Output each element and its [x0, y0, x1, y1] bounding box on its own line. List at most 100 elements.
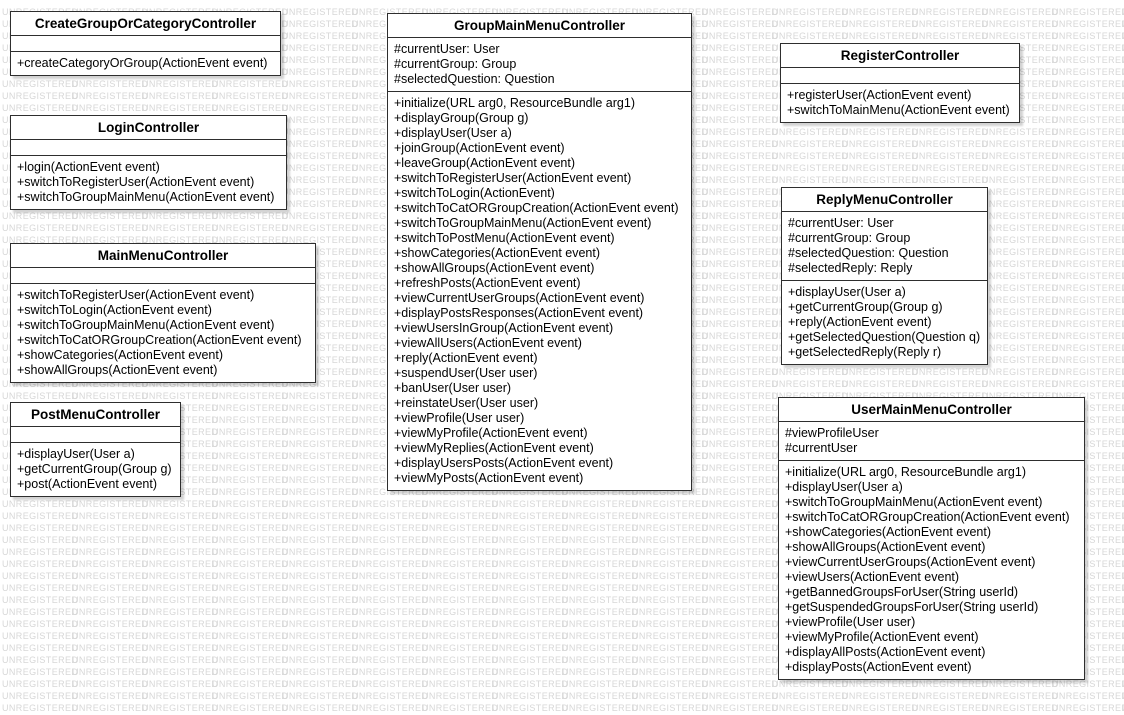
attributes-compartment: [11, 35, 280, 51]
member-row: +switchToLogin(ActionEvent): [394, 186, 555, 200]
member-row: +registerUser(ActionEvent event): [787, 88, 972, 102]
attributes-compartment: [781, 67, 1019, 83]
member-row: #currentGroup: Group: [788, 231, 911, 245]
class-box-reply-menu-controller[interactable]: ReplyMenuController #currentUser: User#c…: [781, 187, 988, 365]
member-row: +viewUsers(ActionEvent event): [785, 570, 960, 584]
methods-compartment: +displayUser(User a)+getCurrentGroup(Gro…: [782, 280, 987, 364]
member-row: +viewMyProfile(ActionEvent event): [394, 426, 588, 440]
class-title: GroupMainMenuController: [454, 18, 625, 33]
member-row: +initialize(URL arg0, ResourceBundle arg…: [394, 96, 635, 110]
member-row: +displayGroup(Group g): [394, 111, 529, 125]
member-row: +switchToPostMenu(ActionEvent event): [394, 231, 615, 245]
member-row: +viewMyReplies(ActionEvent event): [394, 441, 594, 455]
member-row: +getBannedGroupsForUser(String userId): [785, 585, 1019, 599]
methods-compartment: +login(ActionEvent event)+switchToRegist…: [11, 155, 286, 209]
member-row: +viewMyPosts(ActionEvent event): [394, 471, 584, 485]
member-row: +showAllGroups(ActionEvent event): [17, 363, 218, 377]
member-row: +showCategories(ActionEvent event): [17, 348, 224, 362]
member-row: +switchToCatORGroupCreation(ActionEvent …: [17, 333, 302, 347]
member-row: +post(ActionEvent event): [17, 477, 158, 491]
member-row: +viewCurrentUserGroups(ActionEvent event…: [785, 555, 1036, 569]
member-row: +viewCurrentUserGroups(ActionEvent event…: [394, 291, 645, 305]
member-row: +displayPosts(ActionEvent event): [785, 660, 972, 674]
member-row: #viewProfileUser: [785, 426, 879, 440]
class-box-create-group-or-category-controller[interactable]: CreateGroupOrCategoryController +createC…: [10, 11, 281, 76]
methods-compartment: +switchToRegisterUser(ActionEvent event)…: [11, 283, 315, 382]
member-row: +getCurrentGroup(Group g): [788, 300, 943, 314]
class-box-main-menu-controller[interactable]: MainMenuController +switchToRegisterUser…: [10, 243, 316, 383]
member-row: +switchToGroupMainMenu(ActionEvent event…: [785, 495, 1043, 509]
member-row: +displayUser(User a): [394, 126, 512, 140]
member-row: +showAllGroups(ActionEvent event): [394, 261, 595, 275]
class-title: RegisterController: [840, 48, 960, 63]
member-row: +showCategories(ActionEvent event): [785, 525, 992, 539]
member-row: +refreshPosts(ActionEvent event): [394, 276, 581, 290]
member-row: +reinstateUser(User user): [394, 396, 539, 410]
member-row: +switchToGroupMainMenu(ActionEvent event…: [17, 318, 275, 332]
class-box-post-menu-controller[interactable]: PostMenuController +displayUser(User a)+…: [10, 402, 181, 497]
member-row: #currentUser: User: [788, 216, 894, 230]
member-row: #selectedReply: Reply: [788, 261, 913, 275]
class-box-login-controller[interactable]: LoginController +login(ActionEvent event…: [10, 115, 287, 210]
class-title: MainMenuController: [97, 248, 229, 263]
member-row: #currentUser: [785, 441, 858, 455]
member-row: +login(ActionEvent event): [17, 160, 160, 174]
member-row: +displayUser(User a): [17, 447, 135, 461]
member-row: +switchToGroupMainMenu(ActionEvent event…: [17, 190, 275, 204]
member-row: +showCategories(ActionEvent event): [394, 246, 601, 260]
member-row: +reply(ActionEvent event): [394, 351, 538, 365]
member-row: +switchToCatORGroupCreation(ActionEvent …: [785, 510, 1070, 524]
class-title: UserMainMenuController: [851, 402, 1012, 417]
member-row: +showAllGroups(ActionEvent event): [785, 540, 986, 554]
member-row: +leaveGroup(ActionEvent event): [394, 156, 576, 170]
member-row: +getSelectedReply(Reply r): [788, 345, 942, 359]
member-row: +viewUsersInGroup(ActionEvent event): [394, 321, 614, 335]
methods-compartment: +registerUser(ActionEvent event)+switchT…: [781, 83, 1019, 122]
member-row: +reply(ActionEvent event): [788, 315, 932, 329]
member-row: +joinGroup(ActionEvent event): [394, 141, 565, 155]
attributes-compartment: [11, 267, 315, 283]
member-row: +displayUser(User a): [788, 285, 906, 299]
member-row: +switchToRegisterUser(ActionEvent event): [17, 175, 255, 189]
member-row: +initialize(URL arg0, ResourceBundle arg…: [785, 465, 1026, 479]
member-row: +switchToRegisterUser(ActionEvent event): [17, 288, 255, 302]
member-row: +displayAllPosts(ActionEvent event): [785, 645, 986, 659]
member-row: +viewProfile(User user): [394, 411, 525, 425]
member-row: #currentUser: User: [394, 42, 500, 56]
member-row: #selectedQuestion: Question: [788, 246, 949, 260]
class-title: LoginController: [97, 120, 200, 135]
member-row: +createCategoryOrGroup(ActionEvent event…: [17, 56, 268, 70]
attributes-compartment: [11, 426, 180, 442]
member-row: +getCurrentGroup(Group g): [17, 462, 172, 476]
methods-compartment: +createCategoryOrGroup(ActionEvent event…: [11, 51, 280, 75]
member-row: +getSuspendedGroupsForUser(String userId…: [785, 600, 1039, 614]
class-title: PostMenuController: [30, 407, 160, 422]
attributes-compartment: #currentUser: User#currentGroup: Group#s…: [388, 37, 691, 91]
member-row: +switchToRegisterUser(ActionEvent event): [394, 171, 632, 185]
class-box-user-main-menu-controller[interactable]: UserMainMenuController #viewProfileUser#…: [778, 397, 1085, 680]
member-row: +getSelectedQuestion(Question q): [788, 330, 981, 344]
member-row: +switchToCatORGroupCreation(ActionEvent …: [394, 201, 679, 215]
member-row: +banUser(User user): [394, 381, 512, 395]
member-row: +viewProfile(User user): [785, 615, 916, 629]
attributes-compartment: [11, 139, 286, 155]
class-box-group-main-menu-controller[interactable]: GroupMainMenuController #currentUser: Us…: [387, 13, 692, 491]
attributes-compartment: #viewProfileUser#currentUser: [779, 421, 1084, 460]
methods-compartment: +initialize(URL arg0, ResourceBundle arg…: [779, 460, 1084, 679]
member-row: +viewMyProfile(ActionEvent event): [785, 630, 979, 644]
class-box-register-controller[interactable]: RegisterController +registerUser(ActionE…: [780, 43, 1020, 123]
member-row: #selectedQuestion: Question: [394, 72, 555, 86]
member-row: +suspendUser(User user): [394, 366, 538, 380]
member-row: +viewAllUsers(ActionEvent event): [394, 336, 582, 350]
member-row: #currentGroup: Group: [394, 57, 517, 71]
member-row: +displayUsersPosts(ActionEvent event): [394, 456, 614, 470]
methods-compartment: +displayUser(User a)+getCurrentGroup(Gro…: [11, 442, 180, 496]
member-row: +switchToLogin(ActionEvent event): [17, 303, 212, 317]
attributes-compartment: #currentUser: User#currentGroup: Group#s…: [782, 211, 987, 280]
member-row: +displayPostsResponses(ActionEvent event…: [394, 306, 644, 320]
member-row: +switchToMainMenu(ActionEvent event): [787, 103, 1010, 117]
class-title: ReplyMenuController: [816, 192, 953, 207]
member-row: +displayUser(User a): [785, 480, 903, 494]
methods-compartment: +initialize(URL arg0, ResourceBundle arg…: [388, 91, 691, 490]
